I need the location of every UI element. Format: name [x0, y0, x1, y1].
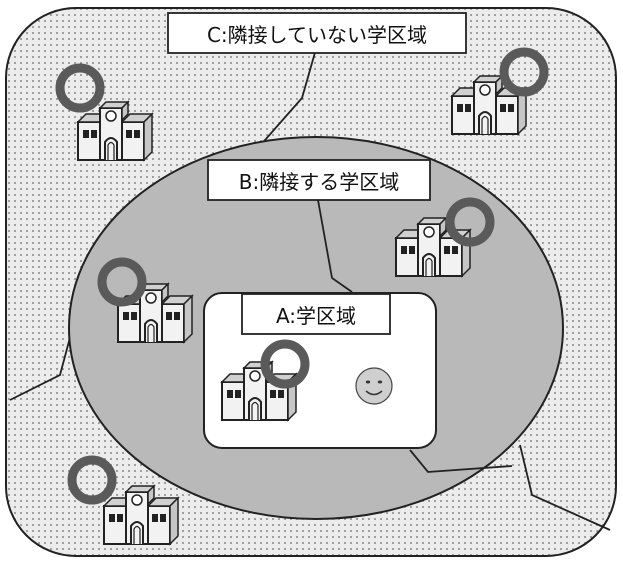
- zone-b-label-text: B:隣接する学区域: [239, 170, 399, 194]
- boundary-line-bottom-right: [519, 444, 611, 531]
- zone-c-label: C:隣接していない学区域: [167, 12, 467, 54]
- zone-b-label: B:隣接する学区域: [207, 159, 431, 201]
- boundary-line-left: [9, 329, 73, 401]
- boundary-line-b-upper: [317, 199, 353, 293]
- zone-a-label-text: A:学区域: [276, 304, 356, 328]
- boundary-line-top: [257, 41, 319, 149]
- zone-c-label-text: C:隣接していない学区域: [207, 23, 427, 47]
- smiley-face-icon: [355, 367, 393, 405]
- boundary-line-b-lower: [409, 449, 513, 473]
- zone-a-label: A:学区域: [241, 293, 391, 335]
